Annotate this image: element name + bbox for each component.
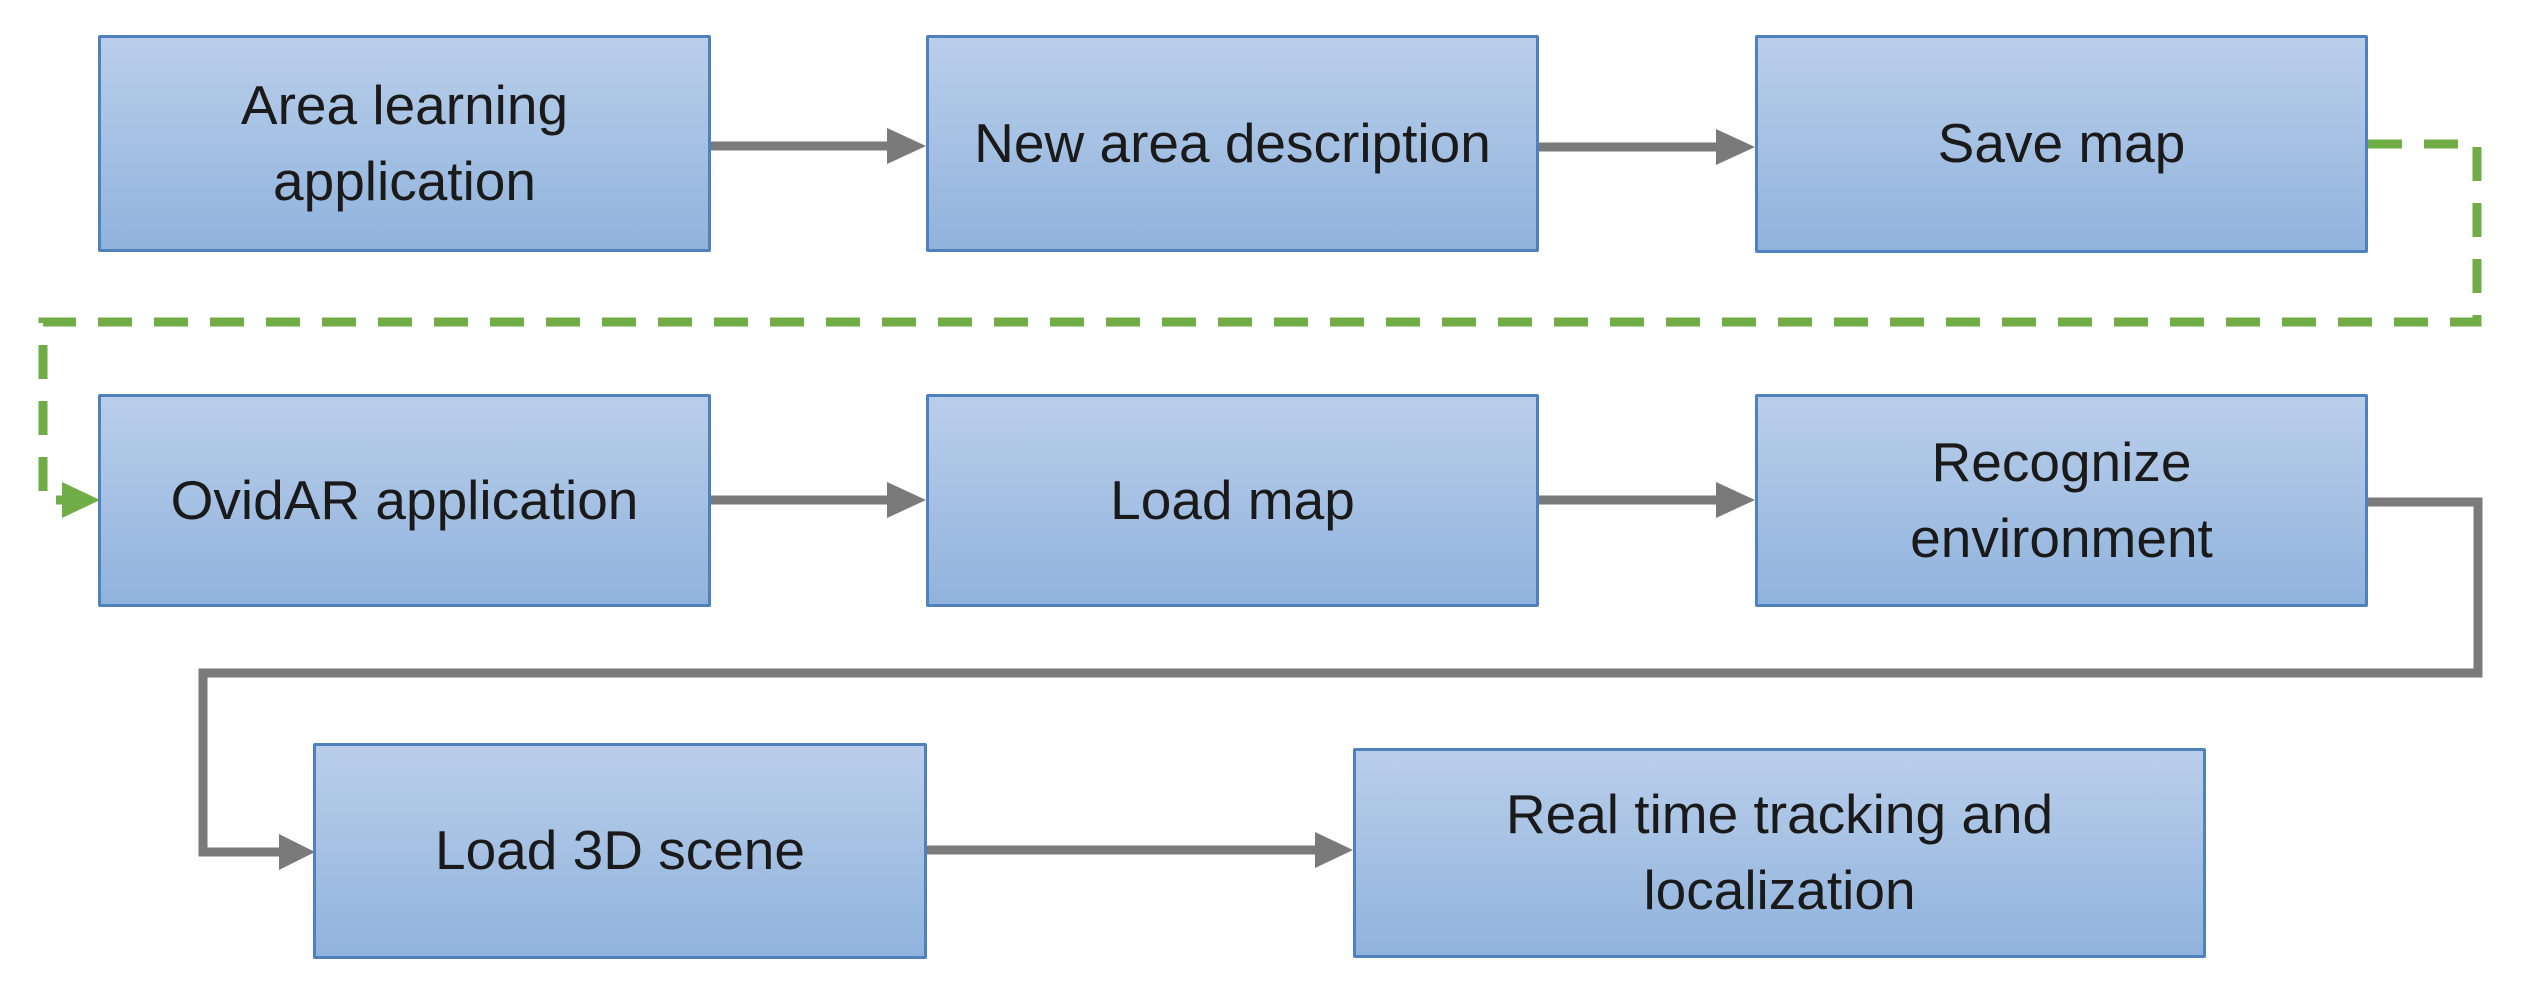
node-label: Save map bbox=[1937, 112, 2186, 175]
node-label: Recognize environment bbox=[1910, 430, 2213, 569]
arrow-ovidar-to-loadmap-head bbox=[887, 482, 926, 518]
arrow-area-to-newarea-head bbox=[887, 128, 926, 164]
node-ovidar-application: OvidAR application bbox=[98, 394, 711, 607]
connector-recognize-to-load3d bbox=[198, 497, 2483, 857]
node-label: OvidAR application bbox=[170, 468, 639, 531]
arrow-load3d-to-realtime-head bbox=[1315, 832, 1353, 868]
node-load-3d-scene: Load 3D scene bbox=[313, 743, 927, 959]
arrow-newarea-to-savemap-head bbox=[1716, 129, 1755, 165]
dashed-connector-arrowhead bbox=[62, 482, 100, 518]
node-label: Load 3D scene bbox=[435, 819, 805, 882]
node-new-area-description: New area description bbox=[926, 35, 1539, 252]
node-label: Area learning application bbox=[240, 73, 569, 212]
connector-recognize-to-load3d-head bbox=[279, 834, 315, 870]
node-save-map: Save map bbox=[1755, 35, 2368, 253]
node-recognize-environment: Recognize environment bbox=[1755, 394, 2368, 607]
node-load-map: Load map bbox=[926, 394, 1539, 607]
node-real-time-tracking: Real time tracking and localization bbox=[1353, 748, 2206, 958]
node-label: New area description bbox=[974, 111, 1491, 174]
node-label: Real time tracking and localization bbox=[1505, 783, 2054, 921]
arrow-loadmap-to-recognize-head bbox=[1716, 482, 1755, 518]
node-area-learning-application: Area learning application bbox=[98, 35, 711, 252]
node-label: Load map bbox=[1110, 468, 1355, 531]
